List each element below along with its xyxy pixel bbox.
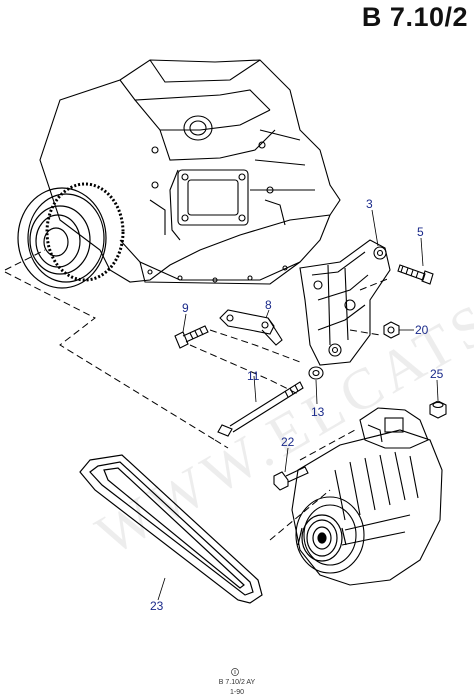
- callout-8: 8: [265, 298, 272, 312]
- footer-date: 1-90: [229, 689, 244, 696]
- adjusting-strap-8: [219, 309, 283, 346]
- callout-23: 23: [150, 599, 164, 613]
- bolt-9: [174, 325, 209, 349]
- page-title: B 7.10/2: [361, 2, 468, 32]
- callout-25: 25: [430, 367, 444, 381]
- leader-lines: [157, 209, 439, 601]
- footer-reference: B 7.10/2 AY: [218, 679, 256, 686]
- callout-13: 13: [311, 405, 325, 419]
- alternator-pulley: [297, 514, 347, 562]
- callout-22: 22: [281, 435, 295, 449]
- engine-block: [39, 59, 341, 285]
- callout-11: 11: [247, 369, 260, 383]
- long-bolt-11: [217, 381, 304, 437]
- callout-5: 5: [417, 225, 424, 239]
- drive-belt-23: [79, 454, 263, 604]
- bolt-5: [397, 264, 434, 285]
- bolt-22: [273, 466, 309, 491]
- callout-3: 3: [366, 197, 373, 211]
- crankshaft-pulley: [17, 182, 125, 289]
- callout-9: 9: [182, 301, 189, 315]
- washer-13: [308, 366, 324, 380]
- footer-symbol: [231, 668, 239, 676]
- pan-bolts: [147, 265, 288, 283]
- alternator: [291, 407, 443, 586]
- callout-20: 20: [415, 323, 429, 337]
- alignment-lines: [4, 249, 391, 541]
- nut-20: [383, 321, 400, 339]
- nut-25: [429, 400, 447, 419]
- alternator-bracket: [299, 239, 391, 366]
